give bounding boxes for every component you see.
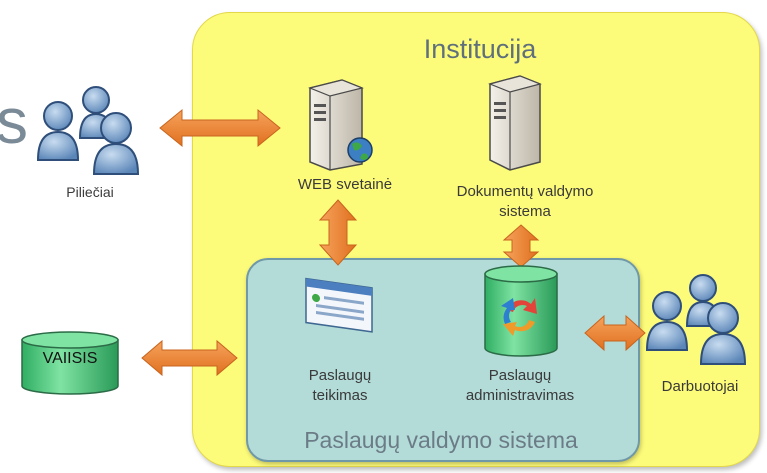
- service-provision-label-line2: teikimas: [312, 387, 368, 404]
- institution-title: Institucija: [423, 34, 537, 64]
- service-system-title: Paslaugų valdymo sistema: [304, 427, 578, 453]
- web-label: WEB svetainė: [297, 176, 393, 193]
- web-server-icon: [308, 79, 373, 171]
- service-provision-label-line1: Paslaugų: [308, 367, 372, 384]
- vaiisis-label: VAIISIS: [42, 350, 98, 367]
- web-system-double-arrow-icon: [318, 199, 358, 266]
- dms-label-line1: Dokumentų valdymo: [456, 183, 594, 200]
- dms-server-icon: [488, 75, 542, 171]
- citizens-web-double-arrow-icon: [159, 108, 281, 148]
- citizens-label: Piliečiai: [66, 184, 114, 200]
- employees-people-icon: [645, 274, 747, 365]
- service-admin-label-line2: administravimas: [465, 387, 575, 404]
- vaiisis-database-icon: [21, 331, 119, 395]
- service-system-container: [246, 258, 640, 462]
- employees-label: Darbuotojai: [661, 378, 739, 395]
- service-admin-label-line1: Paslaugų: [488, 367, 552, 384]
- globe-icon: [347, 137, 373, 163]
- partial-left-text: s: [0, 85, 28, 157]
- browser-window-icon: [305, 277, 373, 333]
- admin-database-icon: [484, 265, 558, 357]
- vaiisis-system-double-arrow-icon: [141, 339, 238, 377]
- admin-employees-double-arrow-icon: [584, 314, 646, 352]
- dms-label-line2: sistema: [499, 203, 551, 220]
- dms-admin-double-arrow-icon: [502, 224, 540, 268]
- citizens-people-icon: [36, 86, 140, 175]
- recycle-icon: [501, 298, 537, 336]
